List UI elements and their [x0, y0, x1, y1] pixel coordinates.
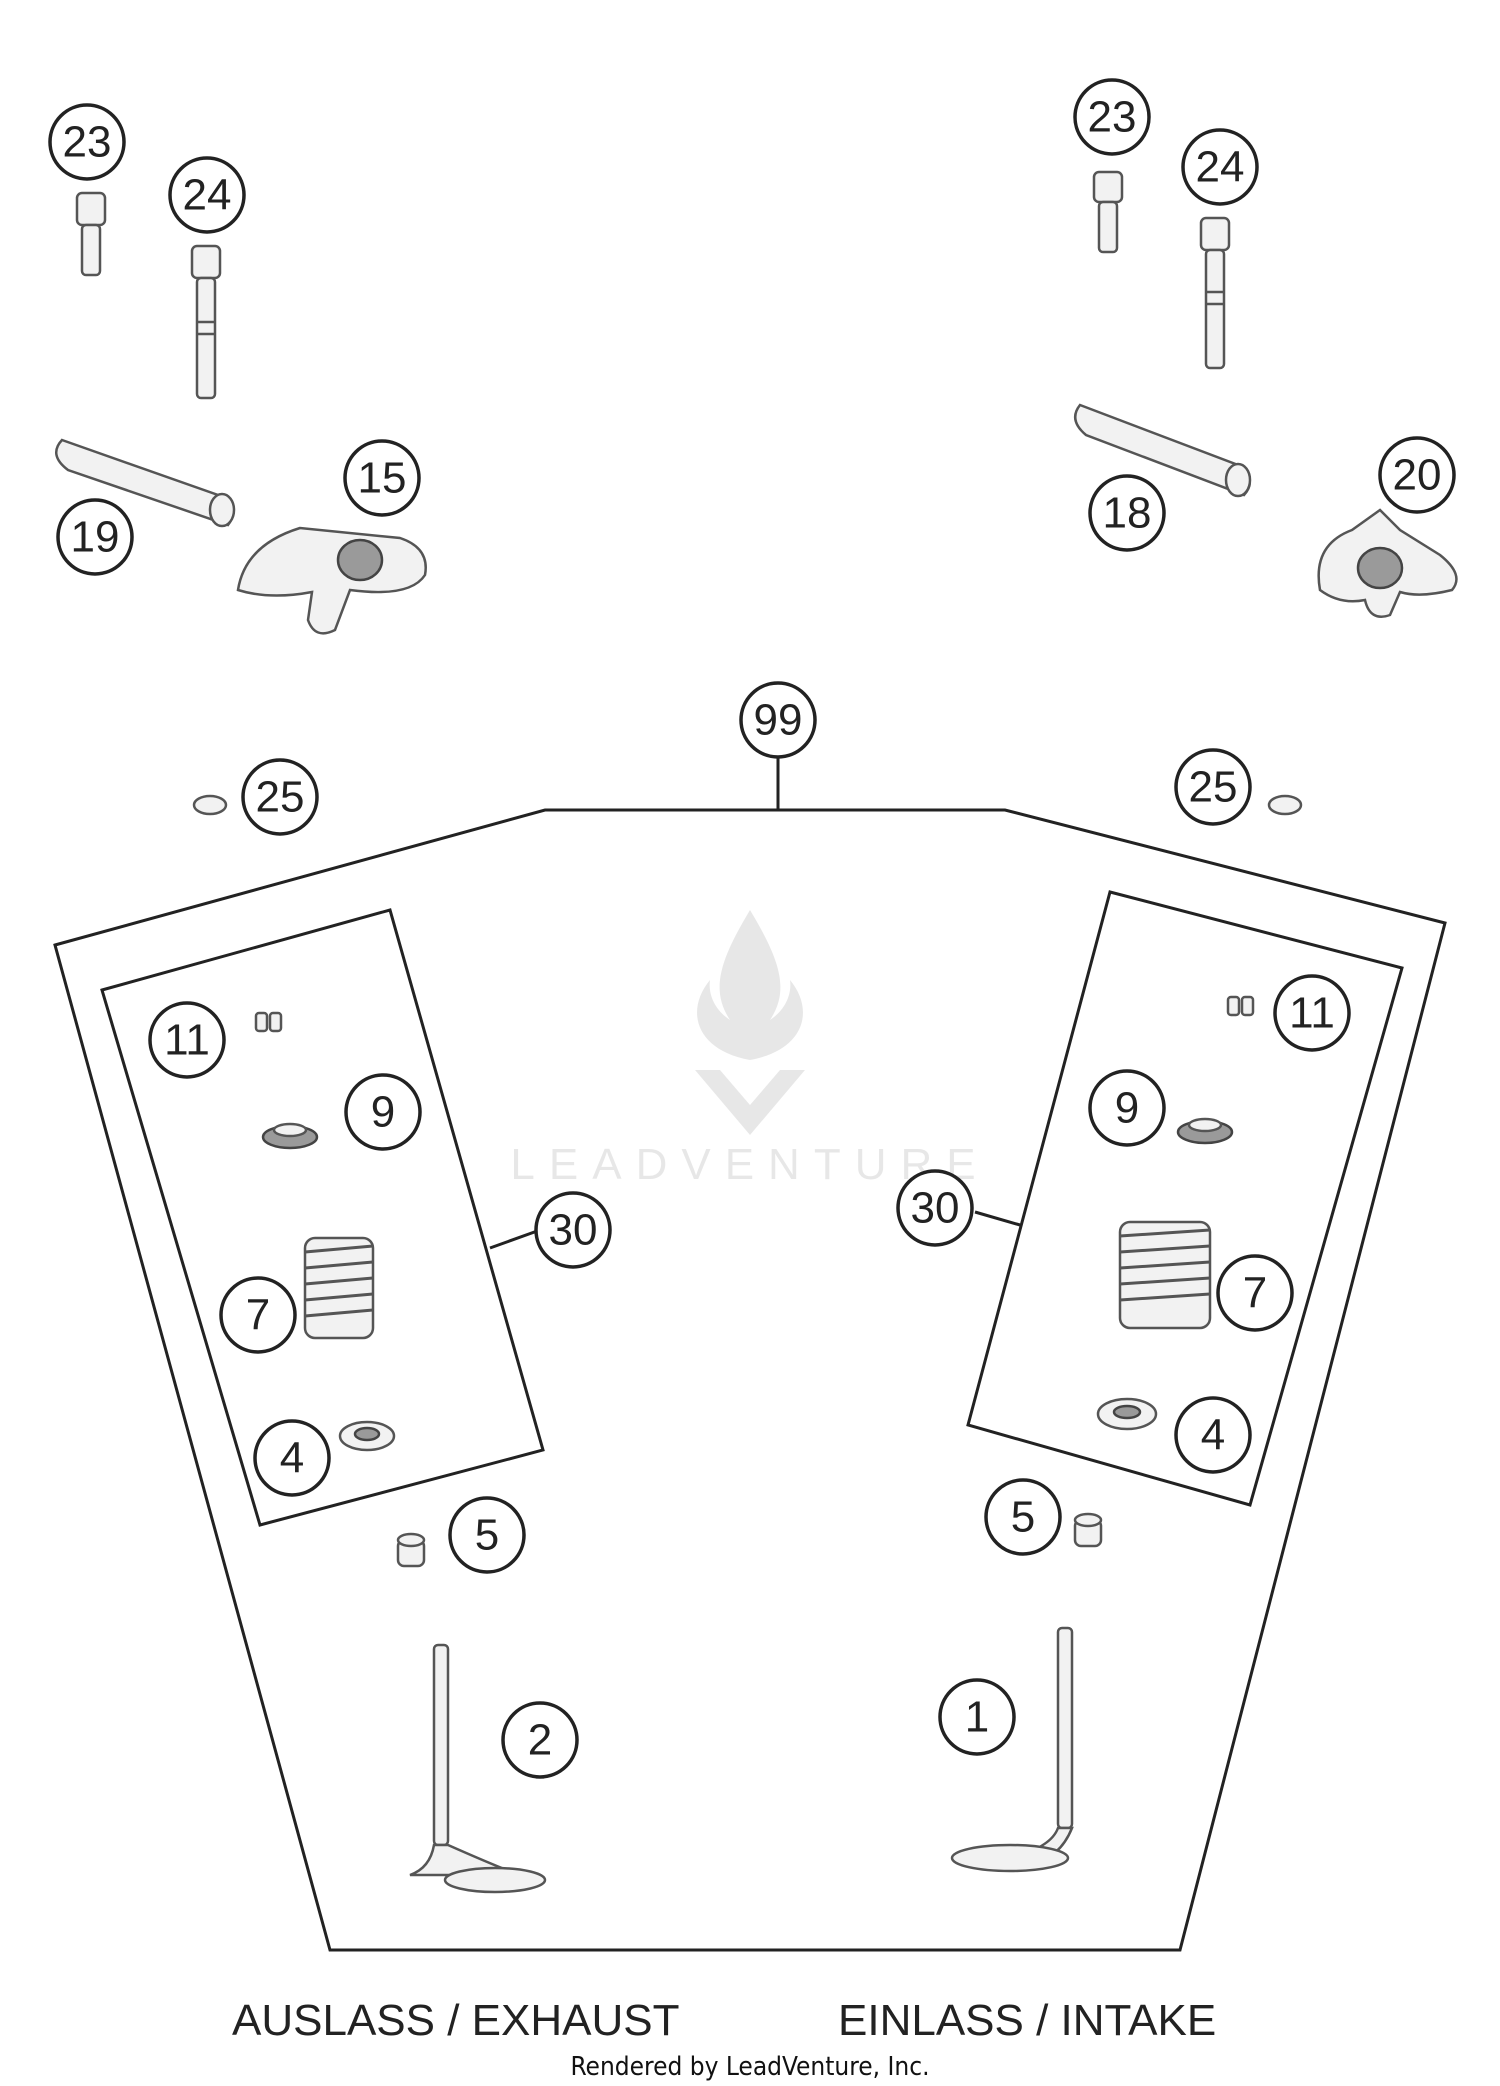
callout-15: 15 — [343, 439, 421, 517]
assembly-frame-99 — [53, 808, 1447, 1952]
caption-intake: EINLASS / INTAKE — [838, 1996, 1217, 2045]
svg-text:7: 7 — [246, 1291, 270, 1340]
bolt-24-right — [1199, 216, 1231, 370]
flame-logo-icon — [695, 910, 805, 1135]
svg-text:25: 25 — [1189, 763, 1238, 812]
callout-30-right: 30 — [896, 1169, 974, 1247]
callout-99: 99 — [739, 681, 817, 759]
callout-2: 2 — [501, 1701, 579, 1779]
rocker-shaft-18 — [1073, 403, 1252, 498]
leader-30-left — [489, 1228, 541, 1250]
callout-7-right: 7 — [1216, 1254, 1294, 1332]
svg-text:30: 30 — [549, 1206, 598, 1255]
svg-text:23: 23 — [63, 118, 112, 167]
callout-19: 19 — [56, 498, 134, 576]
svg-text:2: 2 — [528, 1716, 552, 1765]
valve-keeper-11-left — [254, 1011, 283, 1033]
leader-30-right — [974, 1210, 1021, 1227]
callout-1: 1 — [938, 1678, 1016, 1756]
subframe-30-exhaust — [100, 908, 545, 1527]
rocker-shaft-19 — [55, 438, 236, 528]
svg-text:11: 11 — [1289, 989, 1335, 1038]
callout-9-right: 9 — [1088, 1069, 1166, 1147]
valve-keeper-11-right — [1226, 995, 1255, 1017]
valve-spring-7-right — [1118, 1220, 1212, 1330]
svg-text:24: 24 — [1196, 143, 1245, 192]
callout-4-right: 4 — [1174, 1396, 1252, 1474]
callout-25-left: 25 — [241, 758, 319, 836]
rocker-arm-15 — [236, 526, 427, 635]
callout-25-right: 25 — [1174, 748, 1252, 826]
svg-text:23: 23 — [1088, 93, 1137, 142]
svg-text:5: 5 — [1011, 1493, 1035, 1542]
bolt-23-right — [1092, 170, 1124, 254]
leadventure-watermark: LEADVENTURE — [480, 900, 1020, 1200]
svg-text:9: 9 — [1115, 1084, 1139, 1133]
svg-text:4: 4 — [1201, 1411, 1225, 1460]
svg-text:25: 25 — [256, 773, 305, 822]
svg-text:11: 11 — [164, 1016, 210, 1065]
callout-24-right: 24 — [1181, 128, 1259, 206]
spring-seat-4-left — [338, 1420, 396, 1452]
bolt-23-left — [75, 191, 107, 277]
callout-23-left: 23 — [48, 103, 126, 181]
svg-text:5: 5 — [475, 1511, 499, 1560]
shim-25-left — [192, 794, 228, 816]
callout-11-left: 11 — [148, 1001, 226, 1079]
svg-text:4: 4 — [280, 1434, 304, 1483]
callout-24-left: 24 — [168, 156, 246, 234]
callout-7-left: 7 — [219, 1276, 297, 1354]
svg-text:19: 19 — [71, 513, 120, 562]
svg-text:24: 24 — [183, 171, 232, 220]
callout-20: 20 — [1378, 436, 1456, 514]
spring-seat-4-right — [1096, 1397, 1158, 1431]
svg-text:9: 9 — [371, 1088, 395, 1137]
bolt-24-left — [190, 244, 222, 400]
valve-stem-seal-5-right — [1073, 1512, 1103, 1548]
callout-11-right: 11 — [1273, 974, 1351, 1052]
subframe-30-intake — [966, 890, 1404, 1507]
watermark-text: LEADVENTURE — [510, 1140, 990, 1189]
spring-retainer-9-left — [261, 1122, 319, 1150]
intake-valve-1 — [950, 1626, 1074, 1873]
svg-text:20: 20 — [1393, 451, 1442, 500]
shim-25-right — [1267, 794, 1303, 816]
caption-exhaust: AUSLASS / EXHAUST — [232, 1996, 680, 2045]
callout-23-right: 23 — [1073, 78, 1151, 156]
exhaust-valve-2 — [409, 1643, 547, 1894]
callout-4-left: 4 — [253, 1419, 331, 1497]
svg-text:18: 18 — [1103, 489, 1152, 538]
svg-text:30: 30 — [911, 1184, 960, 1233]
valve-spring-7-left — [303, 1236, 375, 1340]
render-credit: Rendered by LeadVenture, Inc. — [570, 2052, 930, 2082]
rocker-arm-20 — [1317, 508, 1458, 618]
callout-9-left: 9 — [344, 1073, 422, 1151]
svg-text:15: 15 — [358, 454, 407, 503]
callout-18: 18 — [1088, 474, 1166, 552]
svg-text:1: 1 — [965, 1693, 989, 1742]
callout-30-left: 30 — [534, 1191, 612, 1269]
callout-5-right: 5 — [984, 1478, 1062, 1556]
spring-retainer-9-right — [1176, 1117, 1234, 1145]
valve-stem-seal-5-left — [396, 1532, 426, 1568]
callout-5-left: 5 — [448, 1496, 526, 1574]
svg-text:99: 99 — [754, 696, 803, 745]
svg-text:7: 7 — [1243, 1269, 1267, 1318]
